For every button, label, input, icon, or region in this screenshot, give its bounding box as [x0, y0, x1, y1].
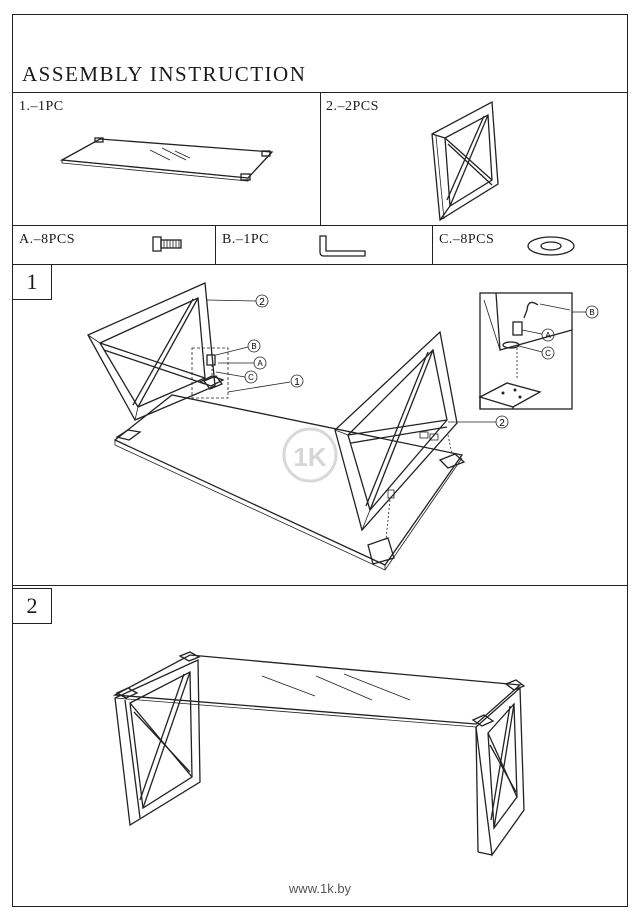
callout-c	[244, 370, 258, 384]
callout-b	[247, 339, 261, 353]
divider	[215, 225, 216, 264]
divider	[12, 585, 628, 586]
callout-part-2	[495, 415, 509, 429]
watermark-text: 1K	[293, 442, 326, 472]
callout-part-1	[290, 374, 304, 388]
divider	[432, 225, 433, 264]
callout-b	[585, 305, 599, 319]
callout-c	[541, 346, 555, 360]
svg-text:2: 2	[259, 297, 265, 308]
callout-part-2	[255, 294, 269, 308]
svg-text:2: 2	[499, 418, 505, 429]
divider	[320, 92, 321, 225]
page-title: ASSEMBLY INSTRUCTION	[22, 62, 307, 86]
callout-a	[541, 328, 555, 342]
step-2-number: 2	[12, 588, 52, 624]
callout-a	[253, 356, 267, 370]
svg-text:B: B	[251, 342, 256, 351]
svg-text:1: 1	[294, 377, 300, 388]
svg-text:A: A	[545, 331, 551, 340]
svg-text:A: A	[257, 359, 263, 368]
part-2-label: 2.–2PCS	[326, 99, 379, 114]
step-1-number: 1	[12, 264, 52, 300]
hardware-b-label: B.–1PC	[222, 232, 269, 247]
divider	[12, 264, 628, 265]
page-frame	[12, 14, 628, 907]
part-1-label: 1.–1PC	[19, 99, 64, 114]
footer-url[interactable]: www.1k.by	[288, 881, 352, 896]
hardware-a-label: A.–8PCS	[19, 232, 76, 247]
svg-text:C: C	[545, 349, 551, 358]
svg-text:C: C	[248, 373, 254, 382]
divider	[12, 225, 628, 226]
hardware-c-label: C.–8PCS	[439, 232, 495, 247]
svg-text:B: B	[589, 308, 594, 317]
